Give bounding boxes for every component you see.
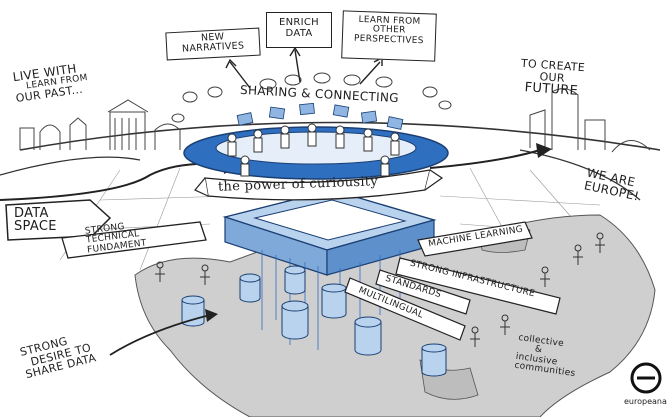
right-arrow xyxy=(429,149,541,169)
create-future-text: TO CREATE OUR FUTURE xyxy=(519,57,586,99)
historic-skyline xyxy=(19,99,181,150)
modern-skyline xyxy=(529,88,651,153)
map-people xyxy=(155,232,605,347)
data-space-text: DATA SPACE xyxy=(14,207,57,233)
text-line: SPACE xyxy=(14,219,57,234)
pillar-ribbons xyxy=(344,221,561,341)
upward-arrows xyxy=(225,46,383,89)
desire-arrow xyxy=(109,314,211,356)
box-new-narratives: NEW NARRATIVES xyxy=(165,27,261,61)
europeana-logo-mark xyxy=(630,362,662,394)
data-space-arrow xyxy=(5,199,112,241)
text-line: DATA xyxy=(14,206,49,221)
box-line: ENRICH xyxy=(279,17,319,28)
horizon-line xyxy=(19,121,661,151)
crowd-figures xyxy=(227,123,400,177)
europeana-logo-text: europeana xyxy=(624,397,667,406)
box-line: PERSPECTIVES xyxy=(353,33,424,47)
floating-cards xyxy=(236,102,404,130)
speech-bubbles xyxy=(171,72,452,123)
box-enrich-data: ENRICH DATA xyxy=(266,12,332,48)
box-line: DATA xyxy=(285,27,313,39)
box-learn-perspectives: LEARN FROM OTHER PERSPECTIVES xyxy=(341,10,437,62)
database-cylinders xyxy=(181,265,447,377)
left-arrow xyxy=(0,162,231,201)
